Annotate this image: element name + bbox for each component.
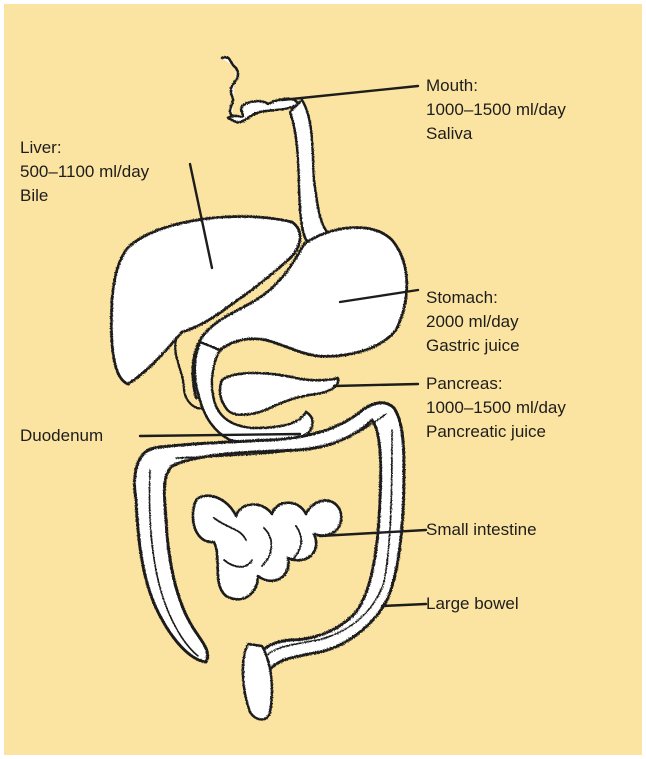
- stomach-secretion: Gastric juice: [426, 334, 520, 358]
- mouth-label: Mouth: 1000–1500 ml/day Saliva: [426, 74, 566, 146]
- esophagus: [290, 100, 334, 245]
- pancreas-leader-line: [334, 384, 418, 386]
- liver-name: Liver:: [20, 136, 149, 160]
- large-bowel-name: Large bowel: [426, 592, 519, 616]
- stomach-name: Stomach:: [426, 286, 520, 310]
- pancreas-volume: 1000–1500 ml/day: [426, 396, 566, 420]
- mouth-leader-line: [282, 86, 418, 100]
- large-bowel-leader-line: [382, 604, 426, 606]
- mouth-secretion: Saliva: [426, 122, 566, 146]
- large-bowel-label: Large bowel: [426, 592, 519, 616]
- duodenum-label: Duodenum: [20, 424, 103, 448]
- small-intestine-label: Small intestine: [426, 518, 537, 542]
- liver-secretion: Bile: [20, 184, 149, 208]
- pancreas-label: Pancreas: 1000–1500 ml/day Pancreatic ju…: [426, 372, 566, 444]
- stomach-volume: 2000 ml/day: [426, 310, 520, 334]
- mouth-organ: [222, 57, 298, 122]
- rectum-organ: [243, 644, 272, 720]
- small-intestine-organ: [193, 496, 341, 600]
- mouth-volume: 1000–1500 ml/day: [426, 98, 566, 122]
- small-intestine-name: Small intestine: [426, 518, 537, 542]
- pancreas-secretion: Pancreatic juice: [426, 420, 566, 444]
- liver-volume: 500–1100 ml/day: [20, 160, 149, 184]
- liver-label: Liver: 500–1100 ml/day Bile: [20, 136, 149, 208]
- pancreas-organ: [220, 373, 338, 415]
- duodenum-name: Duodenum: [20, 424, 103, 448]
- pancreas-name: Pancreas:: [426, 372, 566, 396]
- mouth-name: Mouth:: [426, 74, 566, 98]
- stomach-label: Stomach: 2000 ml/day Gastric juice: [426, 286, 520, 358]
